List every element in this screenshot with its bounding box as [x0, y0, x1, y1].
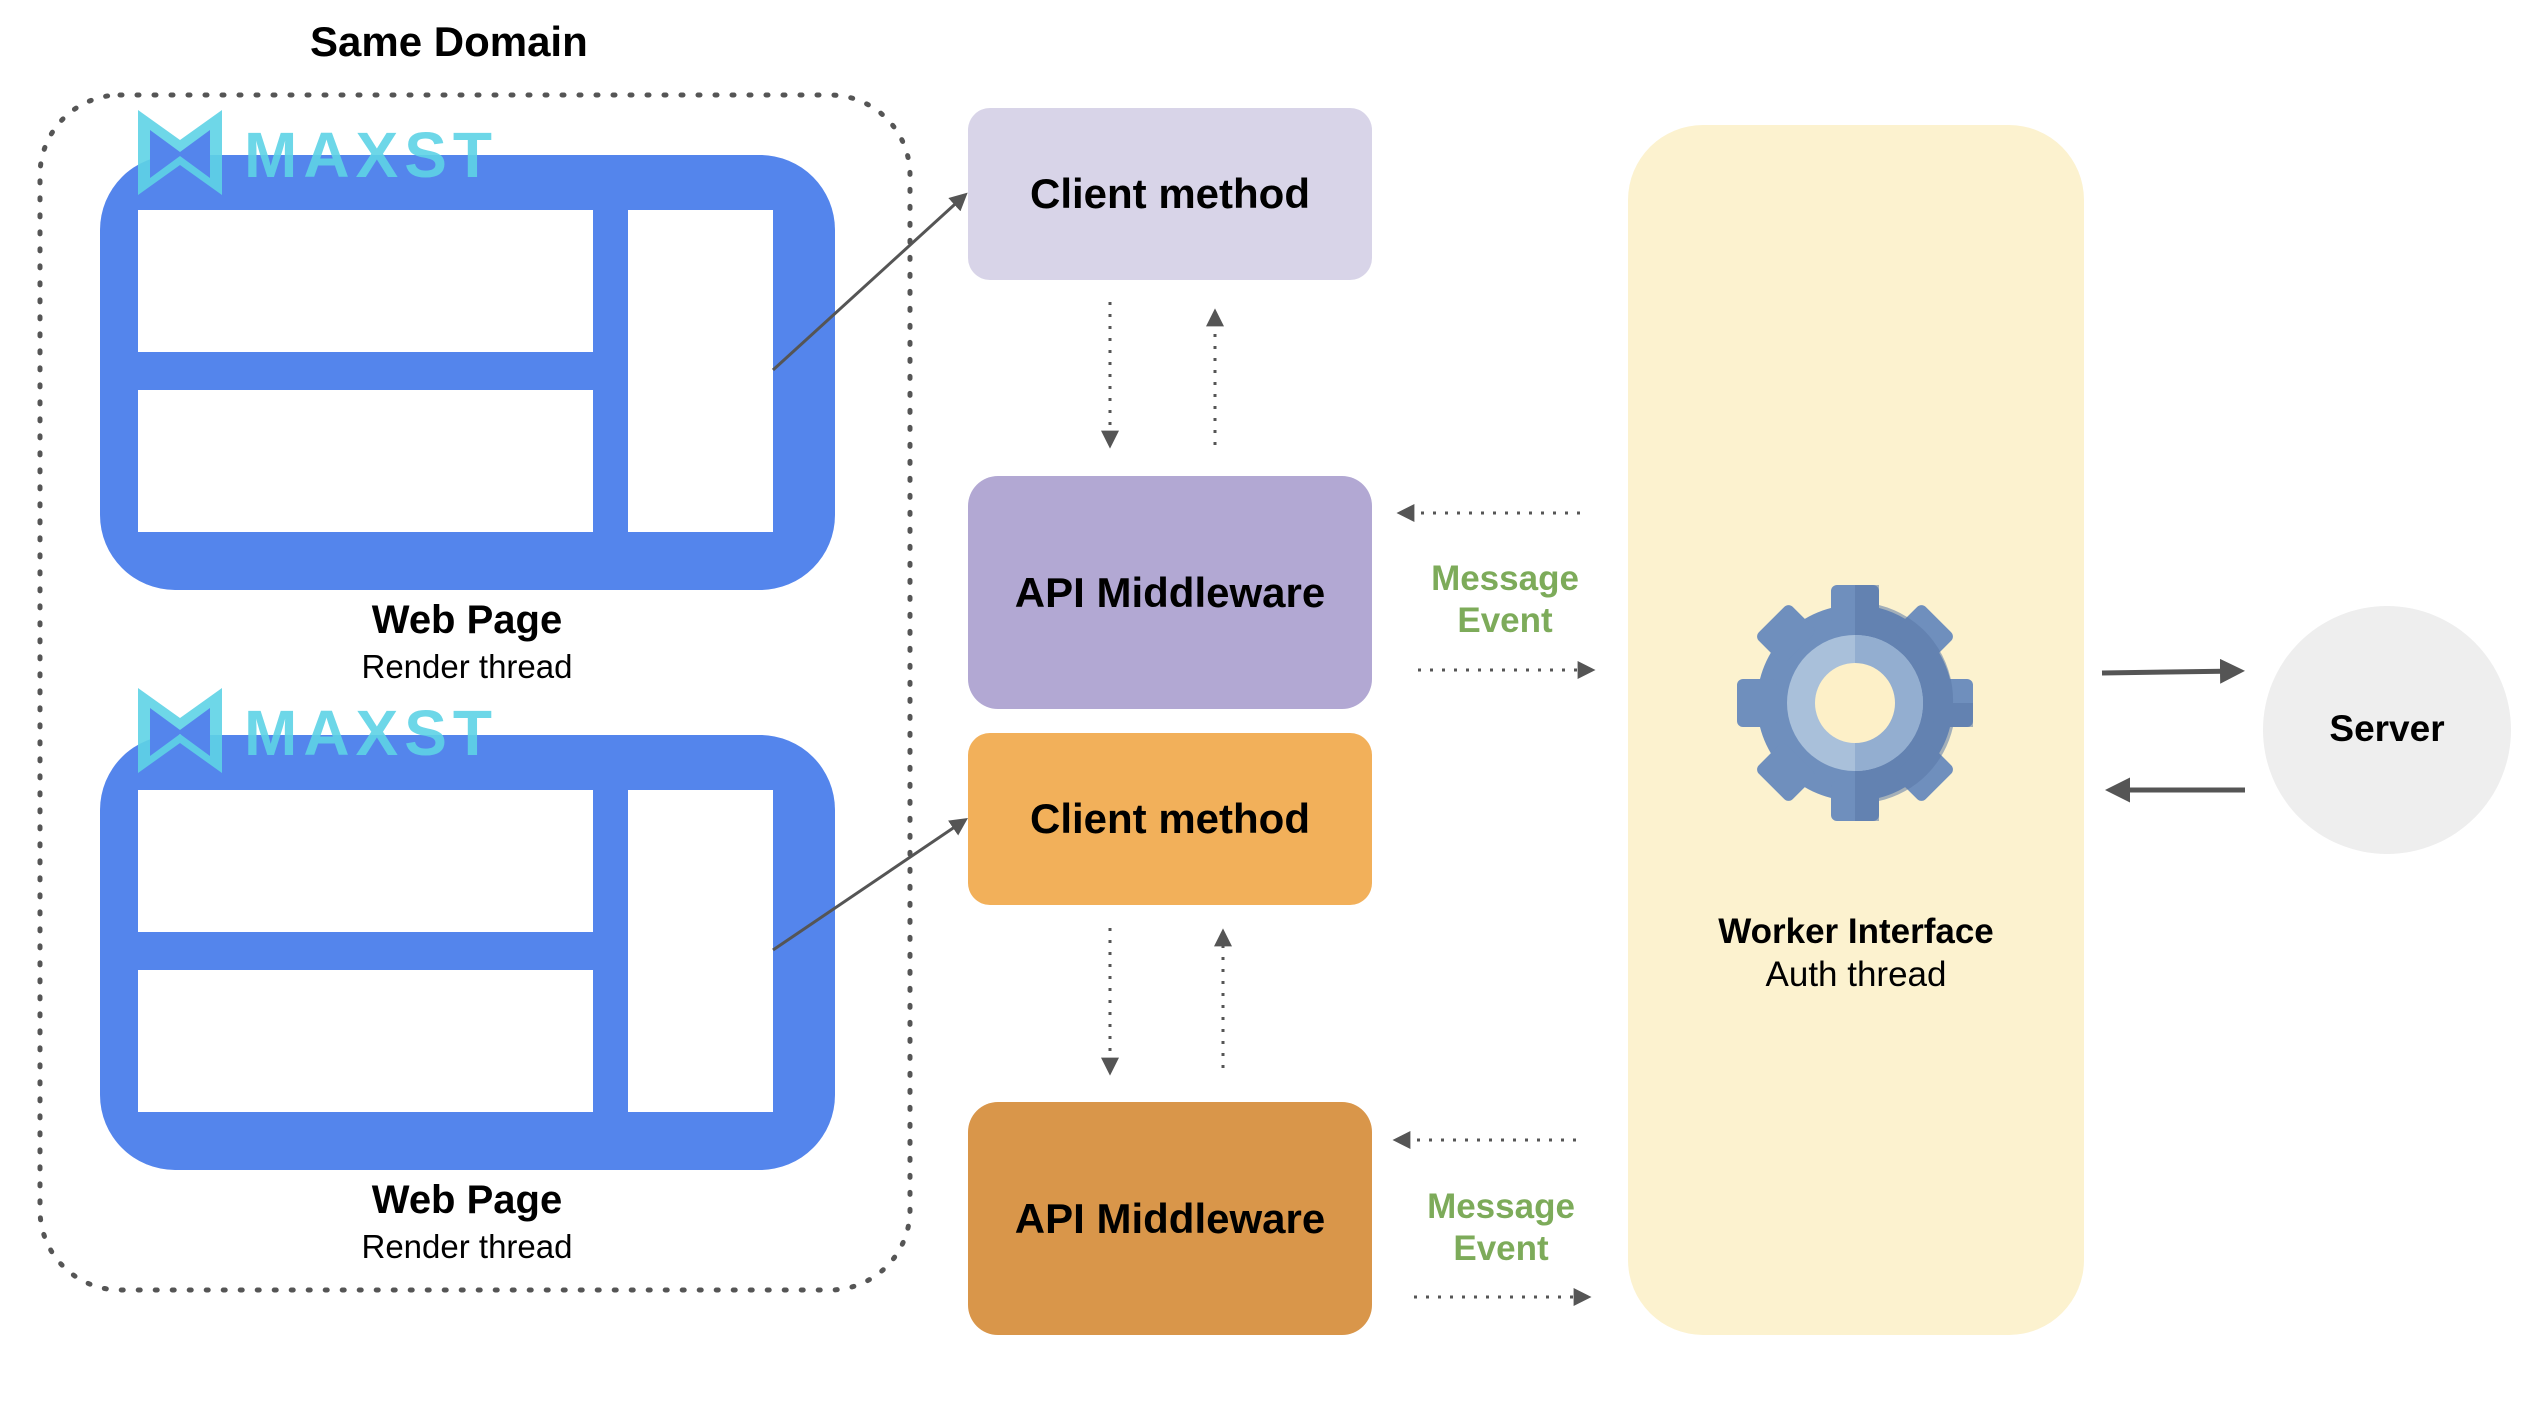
message-event-label-1: Message Event	[1400, 558, 1610, 642]
maxst-logo-mark-1	[138, 110, 222, 195]
client-method-label-1: Client method	[1030, 170, 1310, 217]
message-event-1-line2: Event	[1457, 601, 1553, 640]
client-method-box-1: Client method	[968, 108, 1372, 280]
arrow-webpage2-to-client2	[772, 817, 968, 952]
gear-icon	[1737, 585, 1973, 821]
same-domain-title: Same Domain	[310, 18, 588, 65]
maxst-logo-mark-2	[138, 688, 222, 773]
server-label: Server	[2329, 708, 2445, 749]
web-page-1-subtitle: Render thread	[361, 648, 573, 685]
maxst-logo-text-1: MAXST	[244, 119, 498, 191]
message-event-2-line2: Event	[1453, 1229, 1549, 1268]
web-page-1-title: Web Page	[371, 598, 563, 642]
arrow-worker-to-server	[2101, 658, 2245, 684]
api-middleware-box-1: API Middleware	[968, 476, 1372, 709]
web-page-1-illustration	[100, 155, 835, 590]
server-circle	[2263, 606, 2511, 854]
api-middleware-label-2: API Middleware	[1014, 1194, 1326, 1242]
web-page-2-illustration	[100, 735, 835, 1170]
worker-interface-title: Worker Interface	[1718, 912, 1994, 951]
arrow-webpage1-to-client1	[771, 192, 968, 372]
api-middleware-label-1: API Middleware	[1014, 568, 1326, 616]
worker-interface-subtitle: Auth thread	[1765, 955, 1947, 994]
web-page-2-title: Web Page	[371, 1178, 563, 1222]
api-middleware-box-2: API Middleware	[968, 1102, 1372, 1335]
message-event-1-line1: Message	[1431, 559, 1579, 598]
maxst-logo-text-2: MAXST	[244, 697, 498, 769]
web-page-2-subtitle: Render thread	[361, 1228, 573, 1265]
same-domain-boundary	[37, 92, 913, 1293]
client-method-label-2: Client method	[1030, 795, 1310, 842]
message-event-2-line1: Message	[1427, 1187, 1575, 1226]
client-method-box-2: Client method	[968, 733, 1372, 905]
message-event-label-2: Message Event	[1396, 1186, 1606, 1270]
